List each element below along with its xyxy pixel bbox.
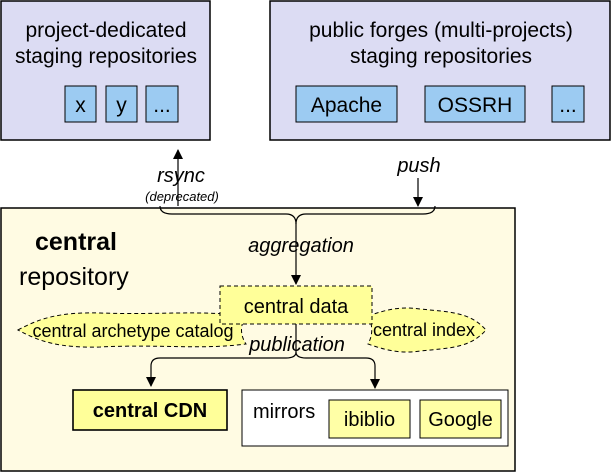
central-index-label: central index <box>373 320 475 340</box>
aggregation-label: aggregation <box>248 235 354 257</box>
central-index[interactable]: central index <box>367 307 487 353</box>
project-repo-y-label: y <box>116 94 127 117</box>
publication-to-mirrors <box>295 351 380 389</box>
mirror-ibiblio-label: ibiblio <box>344 409 395 431</box>
central-title-rest: repository <box>19 263 129 291</box>
central-cdn[interactable]: central CDN <box>72 389 228 431</box>
mirrors-group: mirrors ibiblio Google <box>241 389 509 447</box>
public-repo-apache[interactable]: Apache <box>295 85 398 123</box>
public-staging-title-line1: public forges (multi-projects) <box>309 19 573 42</box>
public-repo-ossrh-label: OSSRH <box>438 94 513 117</box>
mirrors-label: mirrors <box>253 401 315 423</box>
central-archetype-catalog[interactable]: central archetype catalog <box>16 312 247 348</box>
rsync-label: rsync <box>157 165 205 187</box>
project-staging-title-line2: staging repositories <box>15 45 197 68</box>
aggregation-connector-right <box>295 205 436 225</box>
aggregation-connector <box>159 205 301 285</box>
publication-to-cdn <box>146 351 297 387</box>
project-staging-box: project-dedicated staging repositories x… <box>0 0 211 141</box>
central-data-label: central data <box>244 296 349 318</box>
project-repo-more-label: ... <box>153 94 171 117</box>
project-repo-more[interactable]: ... <box>145 85 179 123</box>
mirror-google[interactable]: Google <box>419 399 502 439</box>
public-staging-box: public forges (multi-projects) staging r… <box>269 0 611 141</box>
public-staging-title-line2: staging repositories <box>350 45 532 68</box>
publication-label: publication <box>248 334 345 356</box>
public-repo-apache-label: Apache <box>311 94 382 117</box>
push-label: push <box>396 155 440 177</box>
public-repo-more[interactable]: ... <box>551 85 585 123</box>
public-repo-ossrh[interactable]: OSSRH <box>424 85 526 123</box>
mirror-google-label: Google <box>428 409 493 431</box>
project-repo-y[interactable]: y <box>105 85 138 123</box>
public-repo-more-label: ... <box>559 94 577 117</box>
project-repo-x[interactable]: x <box>64 85 97 123</box>
project-repo-x-label: x <box>75 94 86 117</box>
central-data[interactable]: central data <box>219 285 373 325</box>
rsync-note: (deprecated) <box>145 189 219 204</box>
archetype-catalog-label: central archetype catalog <box>32 321 233 341</box>
project-staging-title-line1: project-dedicated <box>25 19 186 42</box>
mirror-ibiblio[interactable]: ibiblio <box>328 399 411 439</box>
central-cdn-label: central CDN <box>93 400 207 422</box>
central-title-bold: central <box>35 228 117 256</box>
